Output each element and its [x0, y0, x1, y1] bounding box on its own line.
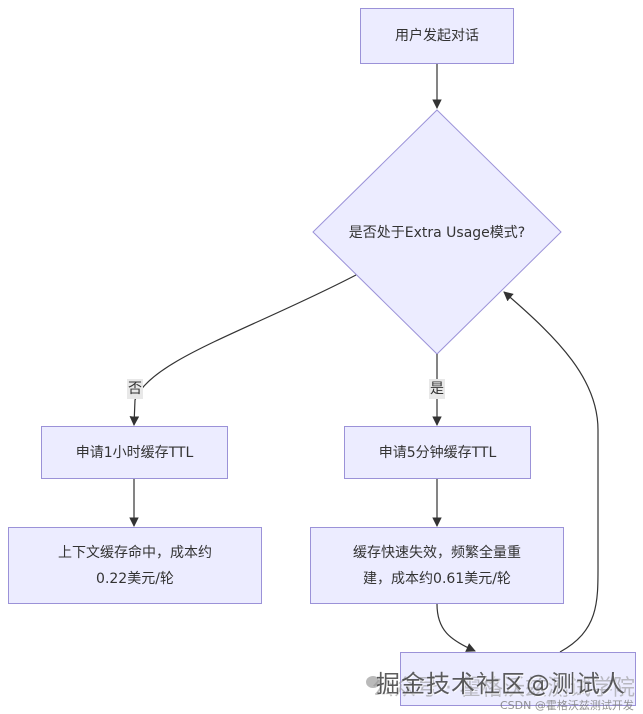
node-ttl-1h[interactable]: 申请1小时缓存TTL	[41, 426, 228, 479]
node-result-miss[interactable]: 缓存快速失效，频繁全量重 建，成本约0.61美元/轮	[310, 527, 564, 604]
edge-label-no: 否	[127, 379, 143, 399]
edge-label-yes: 是	[429, 379, 445, 399]
node-result-hit[interactable]: 上下文缓存命中，成本约 0.22美元/轮	[8, 527, 262, 604]
node-result-hit-line2: 0.22美元/轮	[96, 570, 174, 587]
node-ttl-1h-label: 申请1小时缓存TTL	[75, 444, 194, 461]
node-result-miss-line1: 缓存快速失效，频繁全量重	[353, 544, 521, 561]
node-start[interactable]: 用户发起对话	[360, 8, 514, 64]
edge-miss-to-bottom	[436, 603, 476, 652]
node-result-hit-line1: 上下文缓存命中，成本约	[58, 544, 212, 561]
node-bottom[interactable]	[400, 652, 636, 706]
watermark-logo-icon	[366, 676, 380, 688]
edge-decision-no	[129, 274, 357, 426]
node-result-miss-line2: 建，成本约0.61美元/轮	[363, 570, 511, 587]
node-ttl-5m[interactable]: 申请5分钟缓存TTL	[344, 426, 531, 479]
edge-bottom-to-decision	[503, 291, 599, 653]
node-ttl-5m-label: 申请5分钟缓存TTL	[378, 444, 497, 461]
decision-label: 是否处于Extra Usage模式?	[348, 225, 526, 241]
node-start-label: 用户发起对话	[395, 28, 479, 44]
